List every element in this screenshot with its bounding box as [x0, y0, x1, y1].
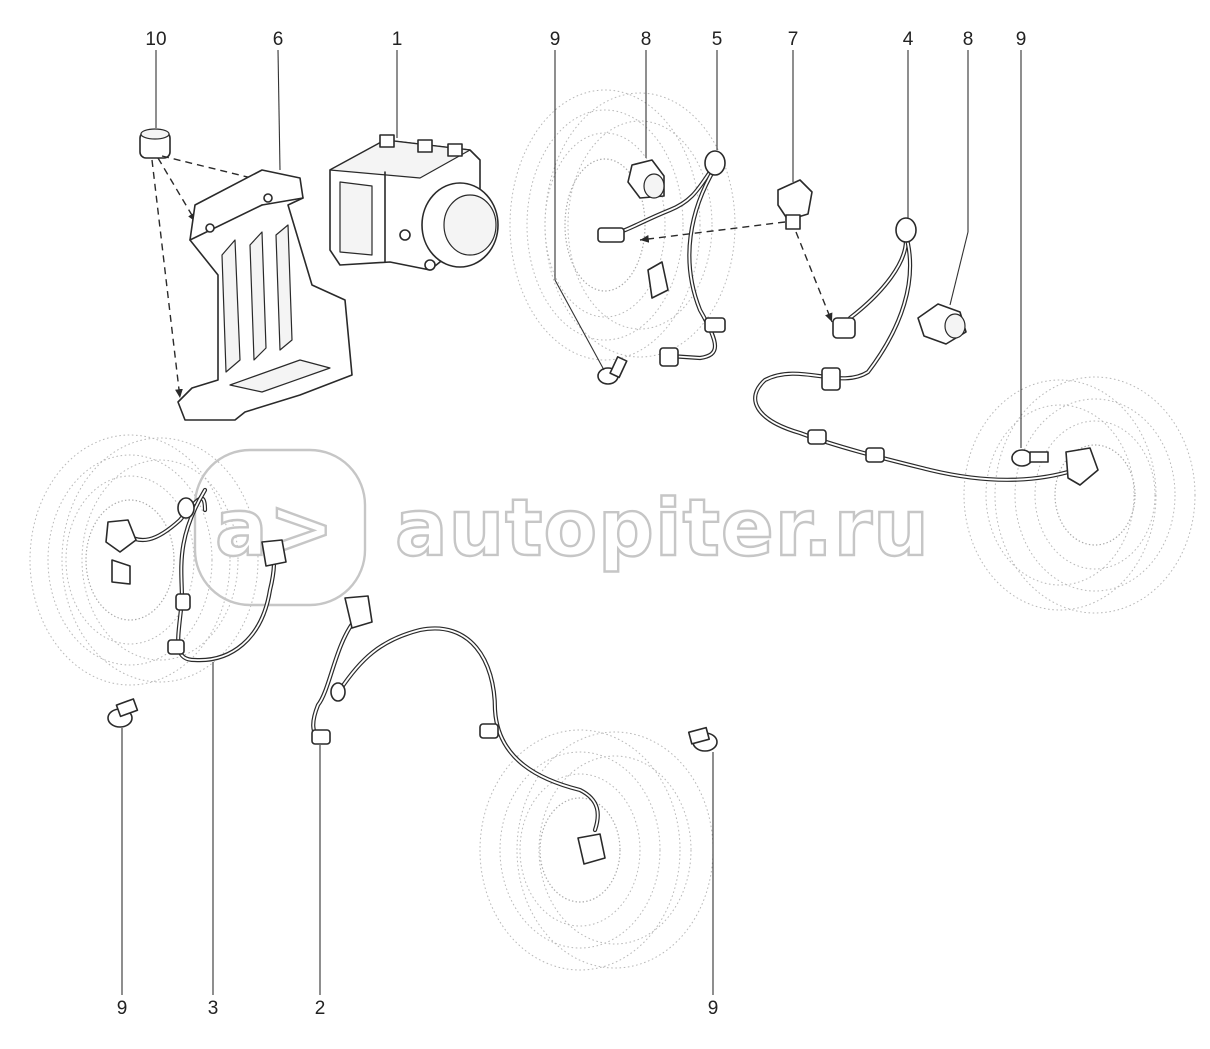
callout-8-top-b: 8	[963, 29, 974, 50]
watermark-text: autopiter.ru	[395, 484, 930, 574]
callout-9-top-a: 9	[550, 29, 561, 50]
part-8-cable-clip-top	[627, 159, 665, 199]
callout-4: 4	[903, 29, 914, 50]
part-5-wheel-speed-sensor-front	[597, 150, 726, 367]
callout-9-bottom-b: 9	[708, 998, 719, 1019]
callout-8-top-a: 8	[641, 29, 652, 50]
callout-2: 2	[315, 998, 326, 1019]
callout-7: 7	[788, 29, 799, 50]
callout-9-bottom-a: 9	[117, 998, 128, 1019]
callout-3: 3	[208, 998, 219, 1019]
callout-labels: 10 6 1 9 8 5 7 4 8 9 9 3 2 9	[117, 29, 1027, 1019]
part-7-retaining-clip	[777, 179, 813, 230]
part-9-bolt-bottom-left	[107, 698, 139, 728]
callout-10: 10	[145, 29, 166, 50]
part-3-wheel-speed-sensor-rear-left	[105, 487, 287, 663]
part-1-abs-hydraulic-unit	[329, 134, 499, 271]
callout-1: 1	[392, 29, 403, 50]
part-2-wheel-speed-sensor-front-bottom	[311, 595, 606, 865]
part-4-wheel-speed-sensor-rear-right	[753, 217, 1099, 486]
part-6-mounting-bracket	[177, 169, 353, 421]
callout-6: 6	[273, 29, 284, 50]
part-9-bolt-top	[597, 356, 628, 385]
callout-5: 5	[712, 29, 723, 50]
part-9-bolt-bottom-right	[687, 726, 718, 752]
wheel-hub-right	[963, 376, 1196, 614]
part-9-bolt-right	[1011, 449, 1049, 467]
callout-9-top-b: 9	[1016, 29, 1027, 50]
part-10-rubber-bush	[139, 128, 171, 159]
part-8-cable-clip-right	[917, 303, 967, 345]
leader-lines	[121, 49, 1022, 995]
wheel-hub-front-top	[509, 89, 736, 361]
wheel-hub-rear-left	[29, 434, 259, 686]
watermark: a> autopiter.ru	[193, 448, 930, 607]
